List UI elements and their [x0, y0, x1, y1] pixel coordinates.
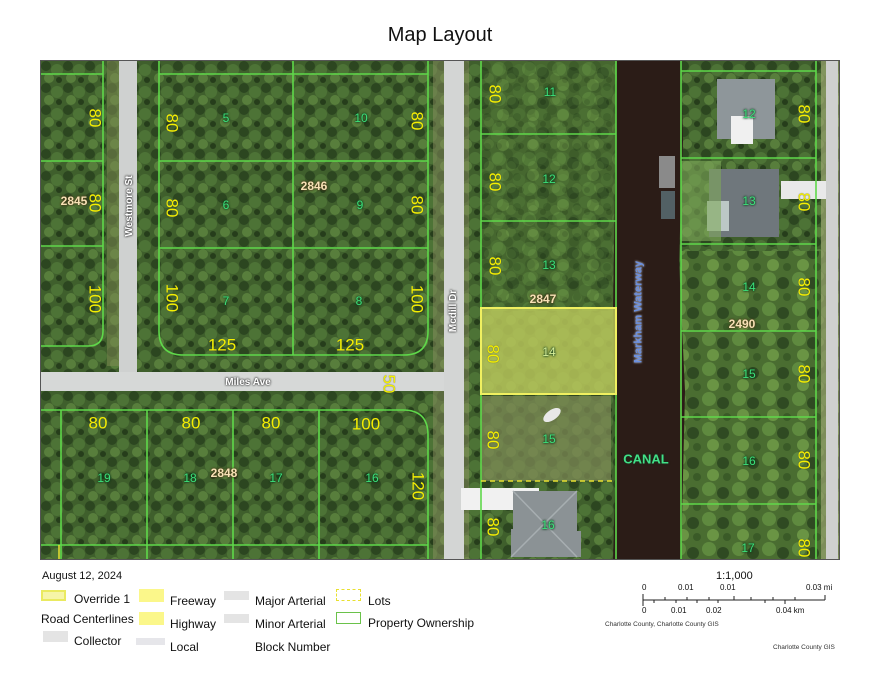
lot-number: 14	[542, 345, 556, 359]
lot-number: 16	[365, 471, 379, 485]
page-title: Map Layout	[387, 24, 493, 46]
lots-swatch	[336, 589, 361, 601]
block-number-2846: 2846	[300, 179, 328, 193]
lot-dimension: 80	[162, 198, 182, 218]
legend-override: Override 1	[74, 592, 131, 606]
mi-tick-1: 0.01	[678, 583, 694, 592]
legend-lots: Lots	[368, 594, 391, 608]
waterway-label-markham: Markham Waterway	[632, 260, 645, 364]
legend-freeway: Freeway	[170, 594, 217, 608]
lot-dimension: 80	[794, 277, 814, 297]
lot-dimension: 80	[85, 108, 105, 128]
lot-dimension: 80	[485, 256, 505, 276]
lot-number: 5	[222, 111, 230, 125]
footer-credit: Charlotte County GIS	[773, 644, 835, 651]
km-tick-0: 0	[642, 606, 647, 615]
lot-number: 6	[222, 198, 230, 212]
minor-arterial-swatch	[224, 614, 249, 623]
local-swatch	[136, 638, 165, 645]
lot-number: 16	[541, 518, 555, 532]
lot-number: 15	[742, 367, 756, 381]
legend-block-number: Block Number	[255, 640, 331, 654]
lot-number: 12	[742, 107, 756, 121]
lot-dimension: 80	[181, 413, 201, 433]
legend-road-centerlines: Road Centerlines	[41, 612, 134, 626]
lot-dimension: 80	[162, 113, 182, 133]
lot-dimension: 120	[408, 471, 428, 501]
scale-ratio: 1:1,000	[716, 570, 753, 582]
km-tick-3: 0.04 km	[776, 606, 805, 615]
lot-number: 17	[741, 541, 755, 555]
legend-collector: Collector	[74, 634, 122, 648]
source-credit: Charlotte County, Charlotte County GIS	[605, 621, 719, 628]
lot-number: 19	[97, 471, 111, 485]
lot-number: 14	[742, 280, 756, 294]
lot-number: 7	[222, 294, 230, 308]
lot-dimension: 80	[483, 430, 503, 450]
lot-dimension: 80	[794, 364, 814, 384]
property-ownership-swatch	[336, 612, 361, 624]
block-number-2848: 2848	[210, 466, 238, 480]
road-label-westmore-st: Westmore St	[124, 175, 135, 237]
map-view[interactable]: Westmore St Miles Ave Mcdill Dr Markham …	[40, 60, 840, 560]
lot-dimension: 80	[88, 413, 108, 433]
lot-dimension: 80	[794, 450, 814, 470]
aerial-imagery	[41, 61, 839, 559]
block-number-2847: 2847	[529, 292, 557, 306]
freeway-swatch	[139, 589, 164, 602]
km-tick-2: 0.02	[706, 606, 722, 615]
highway-swatch	[139, 612, 164, 625]
canal-label: CANAL	[623, 451, 669, 467]
lot-dimension: 80	[483, 344, 503, 364]
mi-tick-0: 0	[642, 583, 647, 592]
legend-minor-arterial: Minor Arterial	[255, 617, 326, 631]
legend-property-ownership: Property Ownership	[368, 616, 475, 630]
lot-dimension: 50	[379, 374, 399, 394]
lot-number: 11	[543, 85, 557, 99]
lot-number: 13	[542, 258, 556, 272]
lot-dimension: 80	[85, 193, 105, 213]
scale-bar-graphic	[642, 594, 826, 606]
lot-dimension: 125	[207, 335, 237, 355]
lot-dimension: 100	[351, 414, 381, 434]
block-number-2845: 2845	[60, 194, 88, 208]
map-date: August 12, 2024	[42, 570, 123, 582]
lot-dimension: 80	[261, 413, 281, 433]
lot-dimension: 80	[485, 172, 505, 192]
lot-dimension: 100	[85, 284, 105, 314]
lot-number: 8	[355, 294, 363, 308]
mi-tick-2: 0.01	[720, 583, 736, 592]
major-arterial-swatch	[224, 591, 249, 600]
lot-dimension: 80	[483, 517, 503, 537]
legend-highway: Highway	[170, 617, 217, 631]
lot-dimension: 80	[407, 111, 427, 131]
lot-number: 10	[354, 111, 368, 125]
lot-dimension: 80	[794, 192, 814, 212]
lot-dimension: 80	[794, 538, 814, 558]
lot-number: 16	[742, 454, 756, 468]
road-label-mcdill-dr: Mcdill Dr	[448, 289, 459, 333]
lot-number: 17	[269, 471, 283, 485]
lot-dimension: 100	[407, 284, 427, 314]
mi-tick-3: 0.03 mi	[806, 583, 833, 592]
lot-dimension: 125	[335, 335, 365, 355]
lot-number: 18	[183, 471, 197, 485]
block-number-2490: 2490	[728, 317, 756, 331]
lot-number: 13	[742, 194, 756, 208]
lot-number: 15	[542, 432, 556, 446]
lot-number: 9	[356, 198, 364, 212]
lot-dimension: 80	[407, 195, 427, 215]
lot-number: 12	[542, 172, 556, 186]
legend-major-arterial: Major Arterial	[255, 594, 326, 608]
road-label-miles-ave: Miles Ave	[225, 377, 271, 388]
collector-swatch	[43, 631, 68, 642]
legend-local: Local	[170, 640, 199, 654]
lot-dimension: 80	[485, 84, 505, 104]
lot-dimension: 80	[794, 104, 814, 124]
km-tick-1: 0.01	[671, 606, 687, 615]
lot-dimension: 100	[162, 283, 182, 313]
override-swatch	[41, 590, 66, 601]
